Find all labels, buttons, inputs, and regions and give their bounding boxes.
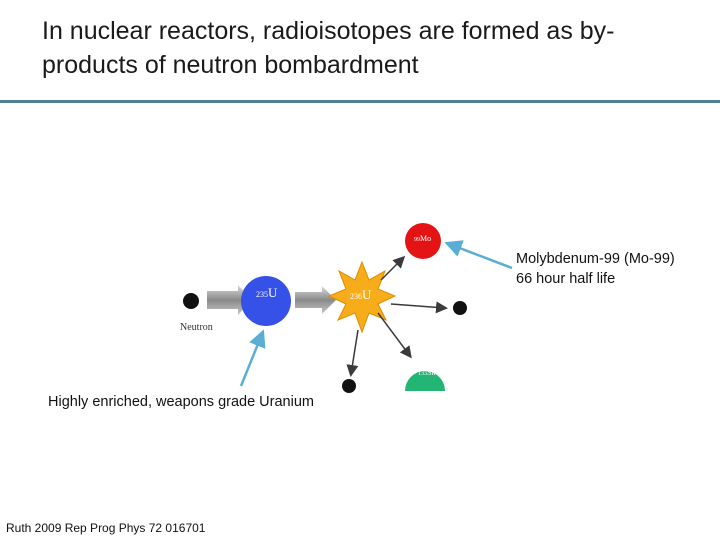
incoming-arrow-1 — [207, 285, 252, 315]
incoming-arrow-2 — [295, 286, 336, 314]
mo99-label: 99Mo — [414, 234, 431, 243]
fast-neutron-2 — [342, 379, 356, 393]
title-divider — [0, 100, 720, 103]
u235-label: 235U — [256, 285, 278, 300]
mo99-name-label: Molybdenum-99 (Mo-99) — [516, 251, 675, 267]
arrow-to-sn133 — [377, 312, 412, 359]
slide-title: In nuclear reactors, radioisotopes are f… — [42, 17, 615, 79]
arrow-to-mo99 — [380, 255, 406, 281]
mo99-nucleus — [405, 223, 441, 259]
citation: Ruth 2009 Rep Prog Phys 72 016701 — [6, 521, 206, 535]
u236-label: 236U — [350, 287, 372, 302]
uranium-callout-label: Highly enriched, weapons grade Uranium — [48, 394, 314, 410]
arrow-to-neutron — [390, 301, 448, 314]
sn133-label: 133Sn — [418, 368, 435, 377]
mo99-halflife-label: 66 hour half life — [516, 271, 616, 287]
mo99-callout-arrow — [444, 240, 513, 270]
arrow-to-neutron-2 — [346, 329, 359, 377]
u235-nucleus — [241, 276, 291, 326]
neutron-particle — [183, 293, 199, 309]
fast-neutron-1 — [453, 301, 467, 315]
neutron-label: Neutron — [180, 322, 213, 333]
sn133-nucleus — [405, 371, 445, 391]
uranium-callout-arrow — [239, 329, 266, 387]
